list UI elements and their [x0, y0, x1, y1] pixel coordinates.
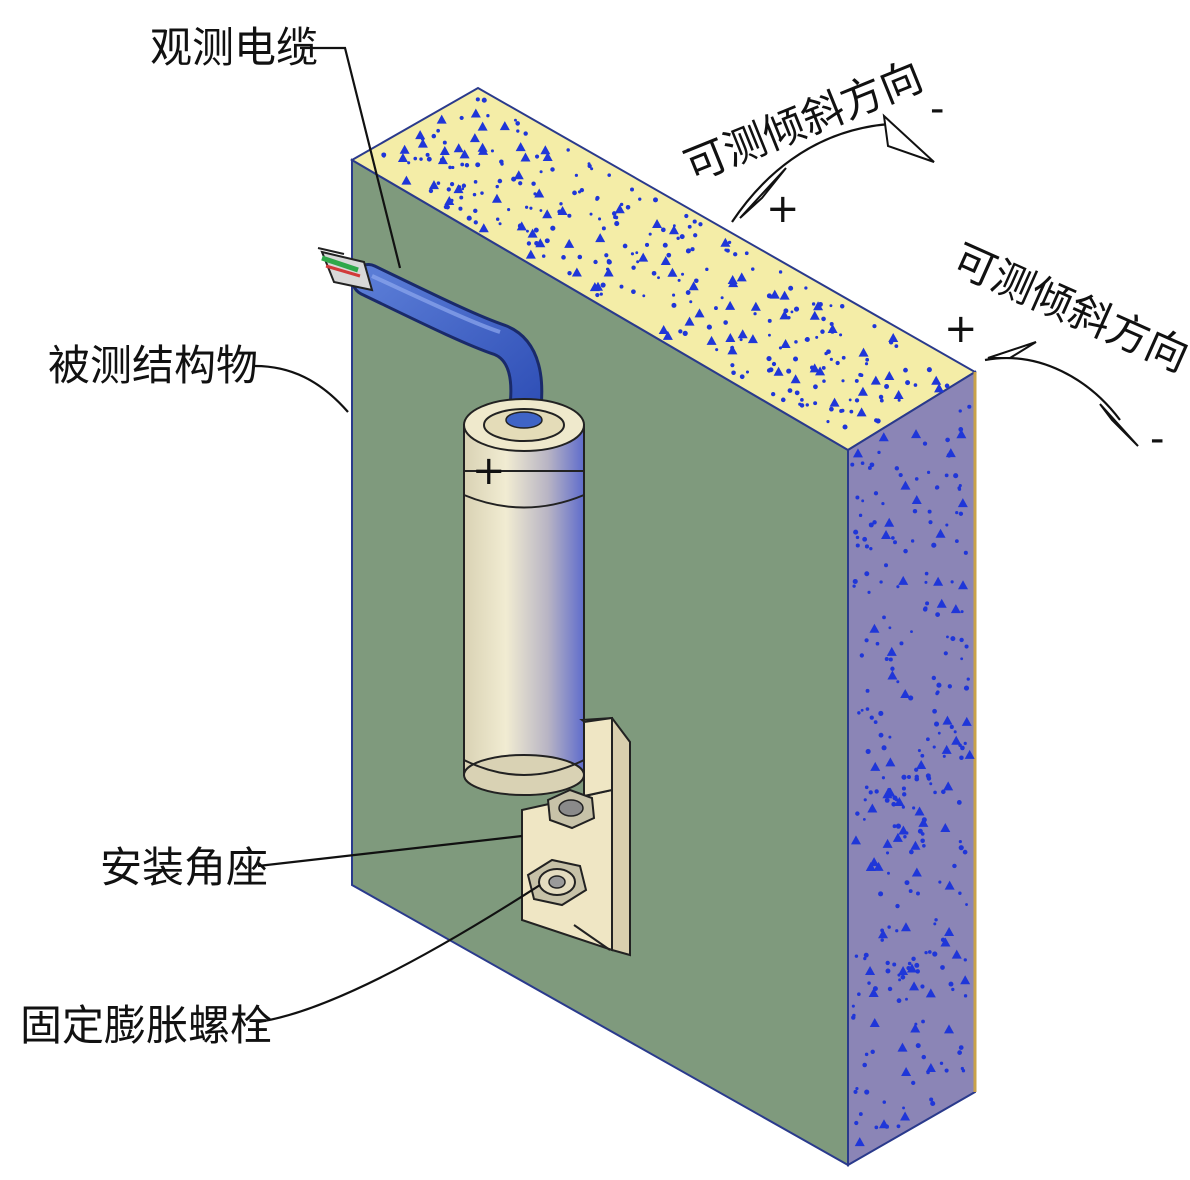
label-tilt-direction-side: 可测倾斜方向 [946, 234, 1190, 381]
leader-structure [254, 364, 349, 413]
concrete-speckle-top [381, 97, 950, 430]
label-tilt-direction-top: 可测倾斜方向 [677, 51, 929, 191]
side-tilt-plus: + [944, 306, 978, 352]
wall-side-face [847, 370, 976, 1167]
label-measured-structure: 被测结构物 [48, 341, 258, 390]
side-tilt-minus: - [1150, 416, 1164, 462]
top-tilt-minus: - [930, 86, 944, 132]
label-mounting-bracket: 安装角座 [100, 843, 268, 892]
tilt-direction-arrow-top: - + [731, 86, 944, 232]
expansion-bolt-lower [526, 858, 611, 951]
leader-cable [300, 46, 402, 269]
concrete-speckle-side [850, 404, 975, 1147]
label-expansion-bolt: 固定膨胀螺栓 [20, 1001, 272, 1050]
expansion-bolt-upper [546, 788, 596, 830]
leader-bolt [257, 884, 541, 1024]
top-tilt-plus: + [766, 186, 800, 232]
inclinometer-sensor: + [463, 398, 585, 796]
observation-cable [317, 247, 544, 435]
sensor-plus-sign: + [472, 448, 506, 494]
tilt-direction-arrow-side: + - [944, 306, 1164, 462]
measured-structure-wall [350, 86, 977, 1167]
leader-bracket [257, 834, 523, 868]
cable-connector [317, 247, 374, 292]
label-observation-cable: 观测电缆 [150, 23, 318, 72]
